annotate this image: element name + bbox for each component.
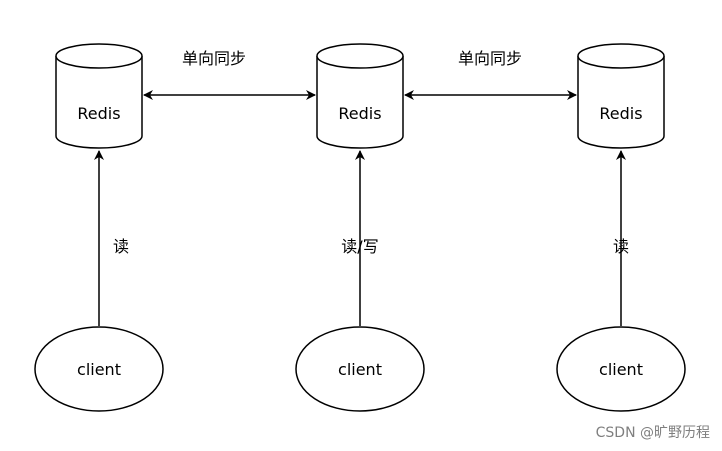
client-label: client [77, 360, 121, 379]
sync-label-right: 单向同步 [458, 49, 522, 68]
client-node-right: client [556, 326, 686, 412]
sync-label-left: 单向同步 [182, 49, 246, 68]
client-label: client [599, 360, 643, 379]
client-node-center: client [295, 326, 425, 412]
redis-node-right: Redis [577, 43, 665, 149]
access-label-right: 读 [613, 237, 629, 256]
access-label-left: 读 [113, 237, 129, 256]
watermark: CSDN @旷野历程 [596, 425, 710, 441]
client-label: client [338, 360, 382, 379]
access-label-center: 读/写 [341, 237, 378, 256]
redis-node-left: Redis [55, 43, 143, 149]
redis-label: Redis [599, 104, 642, 123]
redis-label: Redis [77, 104, 120, 123]
redis-label: Redis [338, 104, 381, 123]
client-node-left: client [34, 326, 164, 412]
redis-node-center: Redis [316, 43, 404, 149]
